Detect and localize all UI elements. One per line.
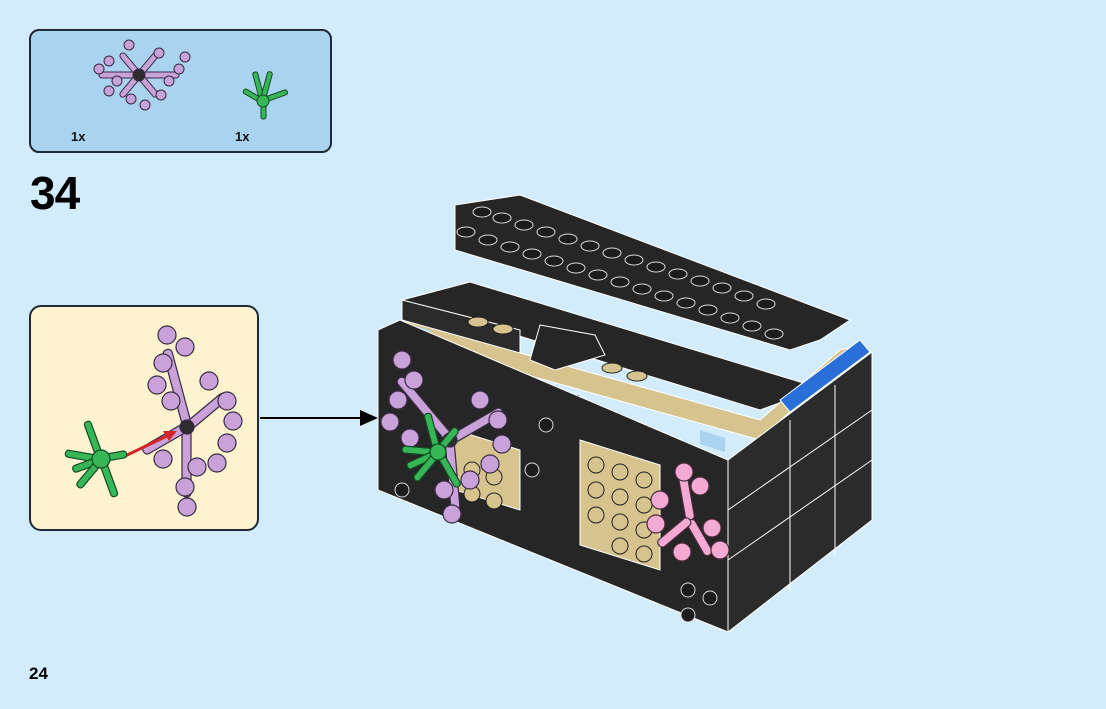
chest-lid bbox=[400, 194, 852, 411]
lavender-plant-attached bbox=[380, 350, 512, 524]
parts-list-box: 1x 1x bbox=[29, 29, 332, 153]
front-tan-studs bbox=[463, 456, 653, 563]
part-quantity-lavender-leaves: 1x bbox=[71, 129, 86, 144]
green-stem-part-icon bbox=[242, 71, 289, 120]
sub-assembly-callout bbox=[29, 305, 259, 531]
part-quantity-green-stem: 1x bbox=[235, 129, 250, 144]
page-number: 24 bbox=[29, 664, 48, 683]
callout-illustration bbox=[64, 325, 243, 517]
callout-green-stem bbox=[64, 420, 128, 498]
callout-pointer-arrow bbox=[260, 410, 378, 426]
step-number: 34 bbox=[30, 167, 80, 219]
green-stem-attached bbox=[401, 412, 461, 488]
chest-lock-block bbox=[519, 324, 606, 441]
tan-plate-strip bbox=[401, 316, 871, 452]
callout-insert-arrow bbox=[122, 431, 177, 459]
front-black-studs bbox=[394, 417, 718, 623]
parts-list-illustrations bbox=[93, 39, 289, 120]
chest-body-front bbox=[377, 319, 873, 634]
callout-lavender-leaves bbox=[142, 325, 243, 517]
lid-studs bbox=[456, 206, 784, 340]
lavender-leaves-part-icon bbox=[93, 39, 191, 111]
pink-plant-attached bbox=[646, 462, 730, 562]
